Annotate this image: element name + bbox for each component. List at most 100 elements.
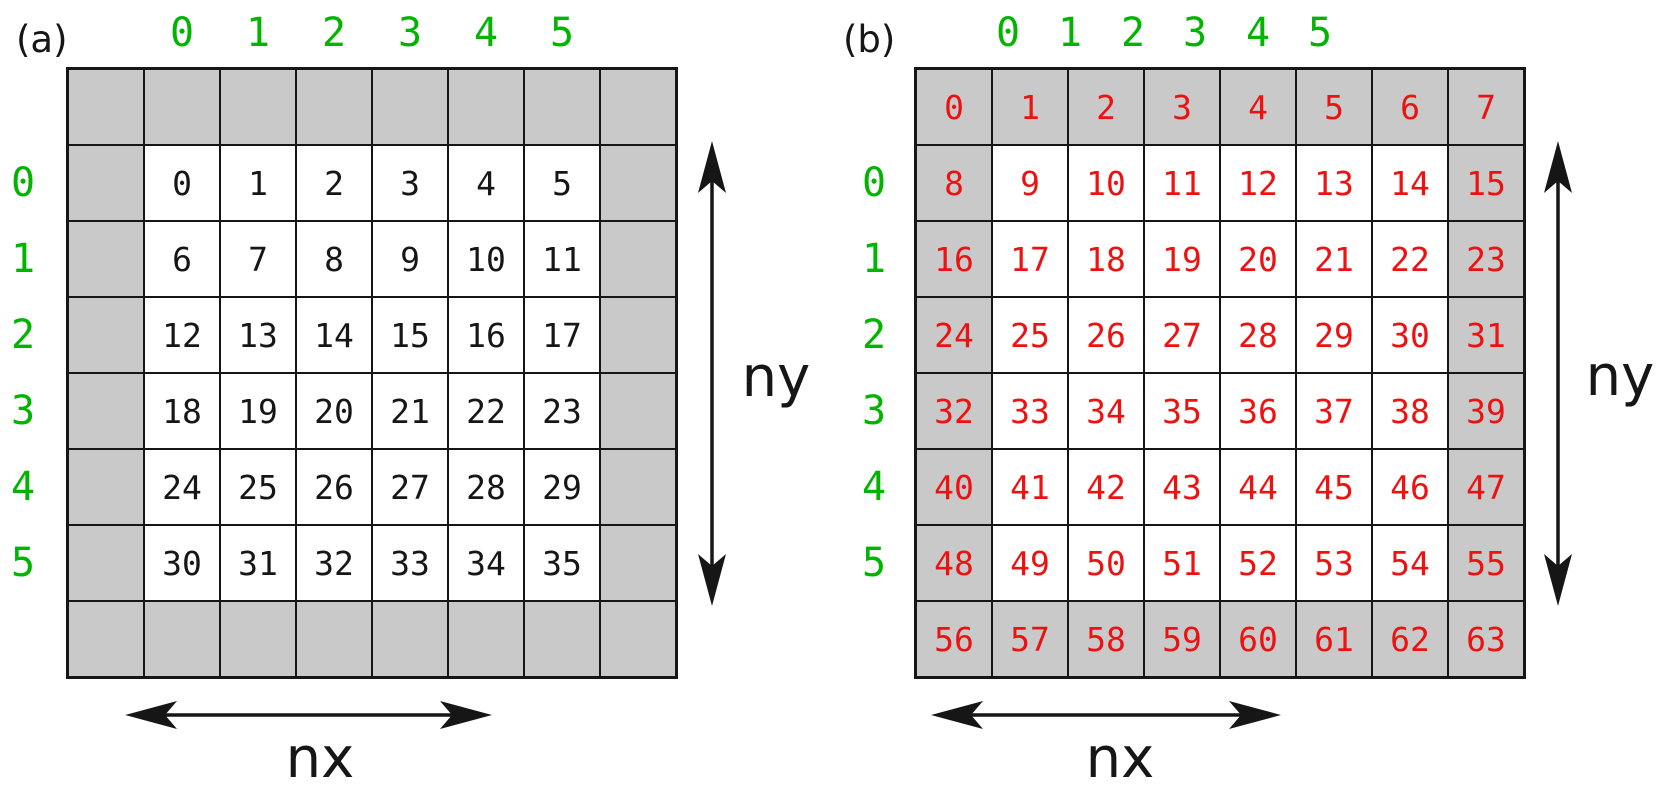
halo-cell: 31 [1448,297,1524,373]
halo-cell: 62 [1372,601,1448,677]
halo-cell [600,525,676,601]
grid-cell: 28 [1220,297,1296,373]
row-index-label: 5 [861,540,887,586]
halo-cell: 23 [1448,221,1524,297]
halo-cell: 63 [1448,601,1524,677]
grid-cell: 25 [220,449,296,525]
halo-cell [524,69,600,145]
grid-cell: 17 [992,221,1068,297]
grid-cell: 32 [296,525,372,601]
row-index-label: 5 [10,540,36,586]
halo-cell: 7 [1448,69,1524,145]
grid-cell: 2 [296,145,372,221]
column-index-label: 3 [1182,10,1208,56]
halo-cell [68,297,144,373]
halo-cell: 6 [1372,69,1448,145]
grid-cell: 24 [144,449,220,525]
grid-cell: 14 [296,297,372,373]
halo-cell: 57 [992,601,1068,677]
grid-cell: 28 [448,449,524,525]
grid-cell: 29 [524,449,600,525]
panel-a-nx-label: nx [285,726,355,791]
halo-cell: 32 [916,373,992,449]
halo-cell: 60 [1220,601,1296,677]
grid-cell: 33 [372,525,448,601]
halo-cell [372,601,448,677]
grid-cell: 54 [1372,525,1448,601]
grid-cell: 19 [1144,221,1220,297]
halo-cell [448,69,524,145]
grid-cell: 9 [372,221,448,297]
grid-cell: 4 [448,145,524,221]
halo-cell: 24 [916,297,992,373]
halo-cell: 15 [1448,145,1524,221]
grid-cell: 27 [1144,297,1220,373]
grid-cell: 26 [296,449,372,525]
grid-cell: 21 [1296,221,1372,297]
halo-cell [600,601,676,677]
halo-cell: 48 [916,525,992,601]
grid-cell: 34 [1068,373,1144,449]
grid-cell: 9 [992,145,1068,221]
halo-cell [220,601,296,677]
grid-cell: 51 [1144,525,1220,601]
column-index-label: 2 [321,10,347,56]
column-index-label: 3 [397,10,423,56]
grid-cell: 38 [1372,373,1448,449]
panel-b-nx-label: nx [1085,726,1155,791]
grid-cell: 20 [296,373,372,449]
grid-cell: 13 [220,297,296,373]
halo-cell [600,373,676,449]
row-index-label: 1 [10,236,36,282]
halo-cell: 5 [1296,69,1372,145]
grid-cell: 34 [448,525,524,601]
grid-cell: 5 [524,145,600,221]
grid-cell: 31 [220,525,296,601]
column-index-label: 1 [245,10,271,56]
halo-cell [144,601,220,677]
halo-cell [68,69,144,145]
halo-cell [68,221,144,297]
halo-cell [600,449,676,525]
halo-cell: 40 [916,449,992,525]
grid-cell: 16 [448,297,524,373]
grid-cell: 37 [1296,373,1372,449]
grid-cell: 18 [1068,221,1144,297]
halo-cell: 4 [1220,69,1296,145]
grid-cell: 44 [1220,449,1296,525]
column-index-label: 5 [549,10,575,56]
halo-cell: 47 [1448,449,1524,525]
grid-cell: 17 [524,297,600,373]
grid-cell: 3 [372,145,448,221]
halo-cell: 39 [1448,373,1524,449]
column-index-label: 0 [169,10,195,56]
halo-cell [68,145,144,221]
column-index-label: 1 [1057,10,1083,56]
grid-cell: 21 [372,373,448,449]
grid-cell: 52 [1220,525,1296,601]
column-index-label: 4 [473,10,499,56]
grid-cell: 41 [992,449,1068,525]
halo-cell [68,373,144,449]
grid-cell: 7 [220,221,296,297]
grid-cell: 36 [1220,373,1296,449]
halo-cell [68,601,144,677]
grid-cell: 0 [144,145,220,221]
grid-cell: 14 [1372,145,1448,221]
column-index-label: 5 [1307,10,1333,56]
grid-cell: 53 [1296,525,1372,601]
grid-cell: 43 [1144,449,1220,525]
row-index-label: 0 [10,160,36,206]
grid-cell: 6 [144,221,220,297]
panel-a-ny-label: ny [741,345,811,410]
grid-cell: 46 [1372,449,1448,525]
grid-cell: 29 [1296,297,1372,373]
grid-cell: 8 [296,221,372,297]
halo-cell: 58 [1068,601,1144,677]
grid-cell: 10 [448,221,524,297]
panel-b-ny-label: ny [1585,344,1655,409]
grid-cell: 30 [144,525,220,601]
row-index-label: 1 [861,236,887,282]
